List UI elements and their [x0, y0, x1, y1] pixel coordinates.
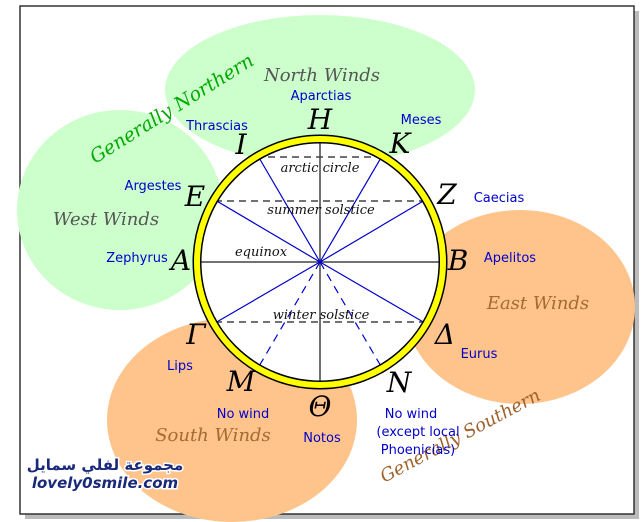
wind-lips: Lips — [167, 359, 193, 374]
wind-line-i — [257, 155, 321, 263]
letter-a: A — [168, 244, 191, 277]
yellow-ring — [194, 136, 446, 388]
wind-apelitos: Apelitos — [484, 251, 536, 266]
letter-m: M — [226, 365, 257, 398]
watermark-site: lovely0smile.com — [32, 474, 178, 492]
watermark-arabic: مجموعة لفلي سمايل — [27, 456, 184, 474]
winter-solstice-label: winter solstice — [273, 308, 370, 323]
letter-h: H — [307, 103, 333, 136]
wind-line-e — [214, 199, 321, 263]
letter-e: E — [184, 180, 205, 213]
wind-line-m — [257, 261, 321, 369]
wind-no-wind-n-line1: No wind — [385, 407, 438, 422]
wind-zephyrus: Zephyrus — [106, 251, 168, 266]
wind-lines — [214, 155, 426, 369]
arctic-circle-label: arctic circle — [281, 161, 360, 176]
letter-delta: Δ — [434, 318, 455, 351]
wind-line-n — [319, 261, 383, 369]
letter-gamma: Γ — [185, 318, 207, 351]
letter-theta: Θ — [309, 390, 332, 423]
north-winds-label: North Winds — [263, 65, 380, 86]
south-winds-label: South Winds — [155, 425, 271, 446]
wind-line-z — [319, 199, 426, 263]
point-letters: H I K E Z A B Γ Δ M N Θ — [168, 103, 468, 423]
wind-argestes: Argestes — [125, 179, 182, 194]
equinox-label: equinox — [235, 245, 288, 260]
wind-no-wind-m: No wind — [217, 407, 270, 422]
wind-no-wind-n-line3: Phoenicias) — [381, 443, 455, 458]
wind-line-delta — [319, 261, 426, 324]
west-region — [17, 110, 223, 310]
wind-thrascias: Thrascias — [185, 119, 248, 134]
wind-no-wind-n-line2: (except local — [376, 425, 459, 440]
east-region — [405, 210, 635, 404]
west-winds-label: West Winds — [53, 209, 159, 230]
wind-aparctias: Aparctias — [291, 89, 352, 104]
wind-caecias: Caecias — [474, 191, 525, 206]
wind-eurus: Eurus — [461, 347, 498, 362]
letter-n: N — [386, 366, 413, 399]
wind-meses: Meses — [401, 113, 442, 128]
summer-solstice-label: summer solstice — [267, 203, 375, 218]
north-region — [165, 15, 475, 165]
letter-i: I — [234, 128, 247, 161]
wind-line-k — [319, 155, 383, 263]
wind-notos: Notos — [303, 431, 341, 446]
letter-b: B — [447, 244, 469, 277]
letter-z: Z — [436, 178, 457, 211]
wind-line-gamma — [214, 261, 321, 324]
east-winds-label: East Winds — [486, 293, 589, 314]
wind-names: Aparctias Thrascias Meses Argestes Caeci… — [106, 89, 536, 458]
letter-k: K — [389, 127, 413, 160]
